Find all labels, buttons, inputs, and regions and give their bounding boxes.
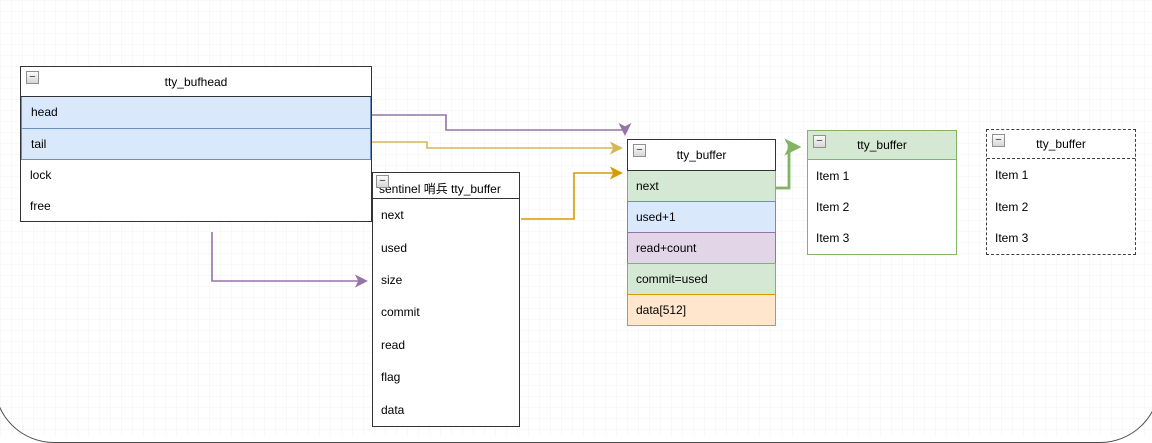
collapse-icon[interactable]: − [376, 175, 389, 188]
row-data-512[interactable]: data[512] [627, 294, 776, 326]
row-free[interactable]: free [30, 198, 51, 213]
list-item[interactable]: Item 3 [816, 231, 850, 246]
list-item[interactable]: Item 2 [995, 199, 1029, 214]
collapse-icon[interactable]: − [992, 134, 1005, 147]
box-tty-buffer-active-header[interactable]: − tty_buffer [627, 139, 776, 171]
box-tty-bufhead[interactable]: − tty_bufhead head tail lock free [20, 66, 372, 222]
row-used-plus-1[interactable]: used+1 [627, 201, 776, 233]
list-item[interactable]: Item 2 [816, 199, 850, 214]
row-commit-equals-used[interactable]: commit=used [627, 263, 776, 295]
row-flag[interactable]: flag [381, 370, 401, 385]
box-tty-buffer-dashed[interactable]: − tty_buffer Item 1 Item 2 Item 3 [986, 129, 1136, 255]
row-next[interactable]: next [381, 208, 404, 223]
box-sentinel-tty-buffer[interactable]: − sentinel 哨兵 tty_buffer next used size … [372, 172, 520, 427]
box-tty-buffer-green-header[interactable]: − tty_buffer [808, 131, 956, 160]
row-commit[interactable]: commit [381, 305, 420, 320]
box-title: sentinel 哨兵 tty_buffer [379, 182, 501, 196]
row-tail[interactable]: tail [21, 127, 371, 160]
box-tty-buffer-active[interactable]: − tty_buffer next used+1 read+count comm… [627, 139, 776, 331]
list-item[interactable]: Item 1 [995, 167, 1029, 182]
box-tty-buffer-dashed-header[interactable]: − tty_buffer [987, 130, 1135, 159]
collapse-icon[interactable]: − [633, 144, 646, 157]
list-item[interactable]: Item 3 [995, 231, 1029, 246]
box-title: tty_bufhead [164, 74, 228, 89]
row-used[interactable]: used [381, 240, 408, 255]
row-read-plus-count[interactable]: read+count [627, 232, 776, 264]
row-head[interactable]: head [21, 96, 371, 129]
box-title: tty_buffer [857, 138, 907, 152]
box-title: tty_buffer [1036, 137, 1086, 151]
row-size[interactable]: size [381, 273, 403, 288]
row-read[interactable]: read [381, 337, 406, 352]
row-lock[interactable]: lock [30, 168, 52, 183]
box-tty-buffer-green[interactable]: − tty_buffer Item 1 Item 2 Item 3 [807, 130, 957, 255]
box-tty-bufhead-header[interactable]: − tty_bufhead [21, 67, 371, 97]
collapse-icon[interactable]: − [813, 135, 826, 148]
row-data[interactable]: data [381, 402, 405, 417]
box-sentinel-header[interactable]: − sentinel 哨兵 tty_buffer [373, 173, 519, 199]
box-title: tty_buffer [676, 148, 727, 162]
collapse-icon[interactable]: − [26, 71, 39, 84]
list-item[interactable]: Item 1 [816, 168, 850, 183]
row-next[interactable]: next [627, 170, 776, 202]
